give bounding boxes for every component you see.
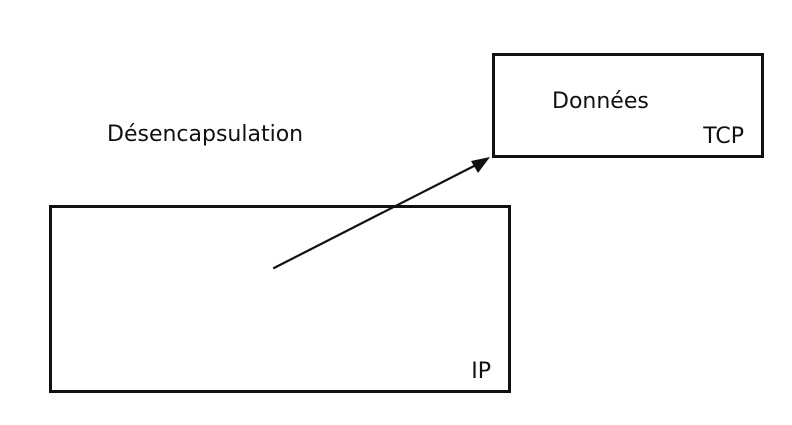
ip-label: IP (471, 359, 491, 384)
ip-box: IP (49, 205, 511, 393)
tcp-box: Données TCP (492, 53, 764, 158)
diagram-title: Désencapsulation (107, 122, 304, 147)
tcp-label: TCP (703, 124, 744, 149)
data-label: Données (552, 89, 649, 114)
arrowhead (471, 157, 490, 173)
